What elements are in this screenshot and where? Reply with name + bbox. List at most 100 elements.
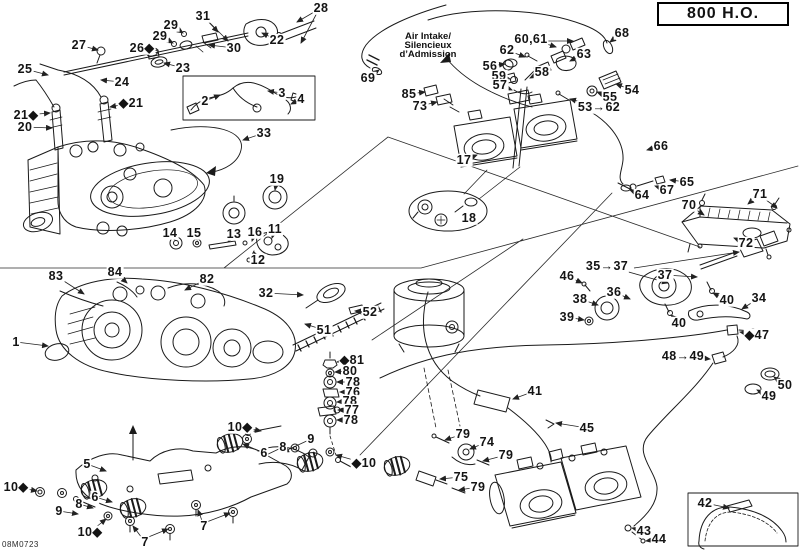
callout-39: 39 (558, 309, 576, 324)
callout--10: ◆10 (350, 455, 378, 470)
callout-4: 4 (296, 91, 306, 106)
callout-18: 18 (460, 210, 478, 225)
callout-8: 8 (74, 496, 84, 511)
callout-80: 80 (341, 363, 359, 378)
callout-58: 58 (533, 64, 551, 79)
callout-72: 72 (737, 235, 755, 250)
callout-67: 67 (658, 182, 676, 197)
callout-82: 82 (198, 271, 216, 286)
callout-68: 68 (613, 25, 631, 40)
upper-engine-art (13, 63, 210, 237)
callout-78: 78 (344, 374, 362, 389)
callout-70: 70 (680, 197, 698, 212)
cable-inset-box (687, 492, 799, 550)
callout-69: 69 (359, 70, 377, 85)
callout-20: 20 (16, 119, 34, 134)
engine-mount-bracket-art (35, 425, 411, 541)
doc-code: 08M0723 (2, 540, 39, 549)
callout-51: 51 (315, 322, 333, 337)
callout-71: 71 (751, 186, 769, 201)
callout-40: 40 (670, 315, 688, 330)
callout-7: 7 (199, 518, 209, 533)
callout-3: 3 (277, 85, 287, 100)
callout-10-: 10◆ (76, 524, 104, 539)
callout-75: 75 (452, 469, 470, 484)
callout-79: 79 (454, 426, 472, 441)
callout-32: 32 (257, 285, 275, 300)
callout-63: 63 (575, 46, 593, 61)
callout-37: 37 (656, 267, 674, 282)
callout-30: 30 (225, 40, 243, 55)
callout-56: 56 (481, 58, 499, 73)
callout-13: 13 (225, 226, 243, 241)
callout-22: 22 (268, 32, 286, 47)
callout-33: 33 (255, 125, 273, 140)
callout-53-62: 53→62 (576, 99, 622, 114)
air-flow-arrow (170, 126, 242, 176)
callout-65: 65 (678, 174, 696, 189)
callout-7: 7 (140, 534, 150, 549)
callout-11: 11 (266, 221, 284, 236)
carburetor-lower-art (415, 433, 642, 529)
callout-52: 52 (361, 304, 379, 319)
air-intake-note-line: d’Admission (399, 49, 457, 60)
callout-40: 40 (718, 292, 736, 307)
callout-10-: 10◆ (2, 479, 30, 494)
callout-45: 45 (578, 420, 596, 435)
callout-54: 54 (623, 82, 641, 97)
carburetor-upper-art (427, 10, 666, 200)
callout-57: 57 (491, 77, 509, 92)
air-intake-note: Air Intake/ Silencieux d’Admission (384, 31, 472, 60)
air-intake-note-line: Silencieux (404, 40, 452, 51)
callout-49: 49 (760, 388, 778, 403)
callout-55: 55 (601, 89, 619, 104)
callout--21: ◆21 (117, 95, 145, 110)
callout-1: 1 (11, 334, 21, 349)
callout-6: 6 (259, 445, 269, 460)
callout-74: 74 (478, 434, 496, 449)
callout-48-49: 48→49 (660, 348, 706, 363)
callout-73: 73 (411, 98, 429, 113)
callout-6: 6 (90, 489, 100, 504)
callout-66: 66 (652, 138, 670, 153)
callout--81: ◆81 (338, 352, 366, 367)
callout-27: 27 (70, 37, 88, 52)
callout-17: 17 (455, 152, 473, 167)
callout-43: 43 (635, 523, 653, 538)
callout--47: ◆47 (743, 327, 771, 342)
callout-5: 5 (82, 456, 92, 471)
callout-78: 78 (342, 412, 360, 427)
callout-24: 24 (113, 74, 131, 89)
callout-41: 41 (526, 383, 544, 398)
callout-8: 8 (278, 439, 288, 454)
callout-28: 28 (312, 0, 330, 15)
callout-31: 31 (194, 8, 212, 23)
callout-14: 14 (161, 225, 179, 240)
detail-circle-18-art (408, 190, 488, 232)
callout-50: 50 (776, 377, 794, 392)
callout-46: 46 (558, 268, 576, 283)
air-intake-note-line: Air Intake/ (405, 31, 451, 42)
callout-10-: 10◆ (226, 419, 254, 434)
callout-9: 9 (306, 431, 316, 446)
callout-79: 79 (497, 447, 515, 462)
choke-cable-art (423, 291, 555, 463)
callout-29: 29 (151, 28, 169, 43)
callout-34: 34 (750, 290, 768, 305)
callout-16: 16 (246, 224, 264, 239)
model-badge: 800 H.O. (657, 2, 789, 26)
callout-19: 19 (268, 171, 286, 186)
callout-36: 36 (605, 284, 623, 299)
callout-12: 12 (249, 252, 267, 267)
callout-44: 44 (650, 531, 668, 546)
callout-26-: 26◆ (128, 40, 156, 55)
callout-42: 42 (696, 495, 714, 510)
callout-25: 25 (16, 61, 34, 76)
callout-83: 83 (47, 268, 65, 283)
callout-35-37: 35→37 (584, 258, 630, 273)
callout-2: 2 (200, 93, 210, 108)
callout-62: 62 (498, 42, 516, 57)
callout-85: 85 (400, 86, 418, 101)
